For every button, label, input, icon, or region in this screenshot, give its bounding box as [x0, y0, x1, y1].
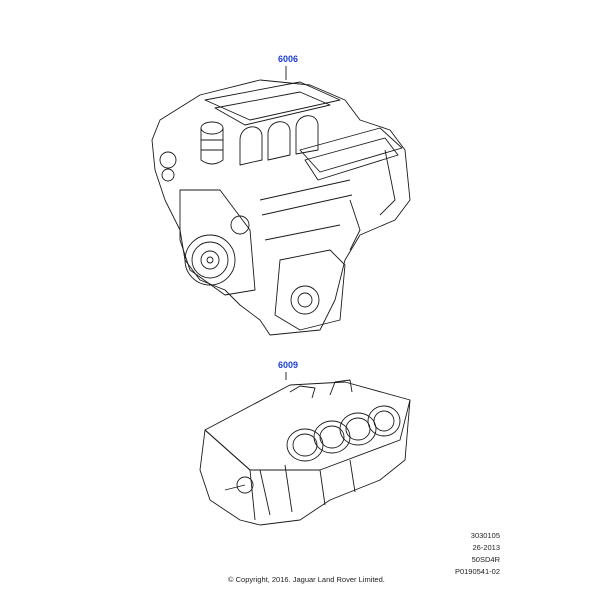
callout-6009[interactable]: 6009 — [278, 360, 299, 370]
info-line-4: P0190541-02 — [454, 567, 500, 576]
short-block-drawing — [199, 379, 411, 526]
copyright-text: © Copyright, 2016. Jaguar Land Rover Lim… — [228, 575, 385, 584]
complete-engine-drawing — [151, 79, 411, 336]
callout-6006[interactable]: 6006 — [278, 54, 299, 64]
info-line-3: 50SD4R — [471, 555, 500, 564]
info-line-2: 26-2013 — [472, 543, 500, 552]
info-line-1: 3030105 — [470, 531, 500, 540]
